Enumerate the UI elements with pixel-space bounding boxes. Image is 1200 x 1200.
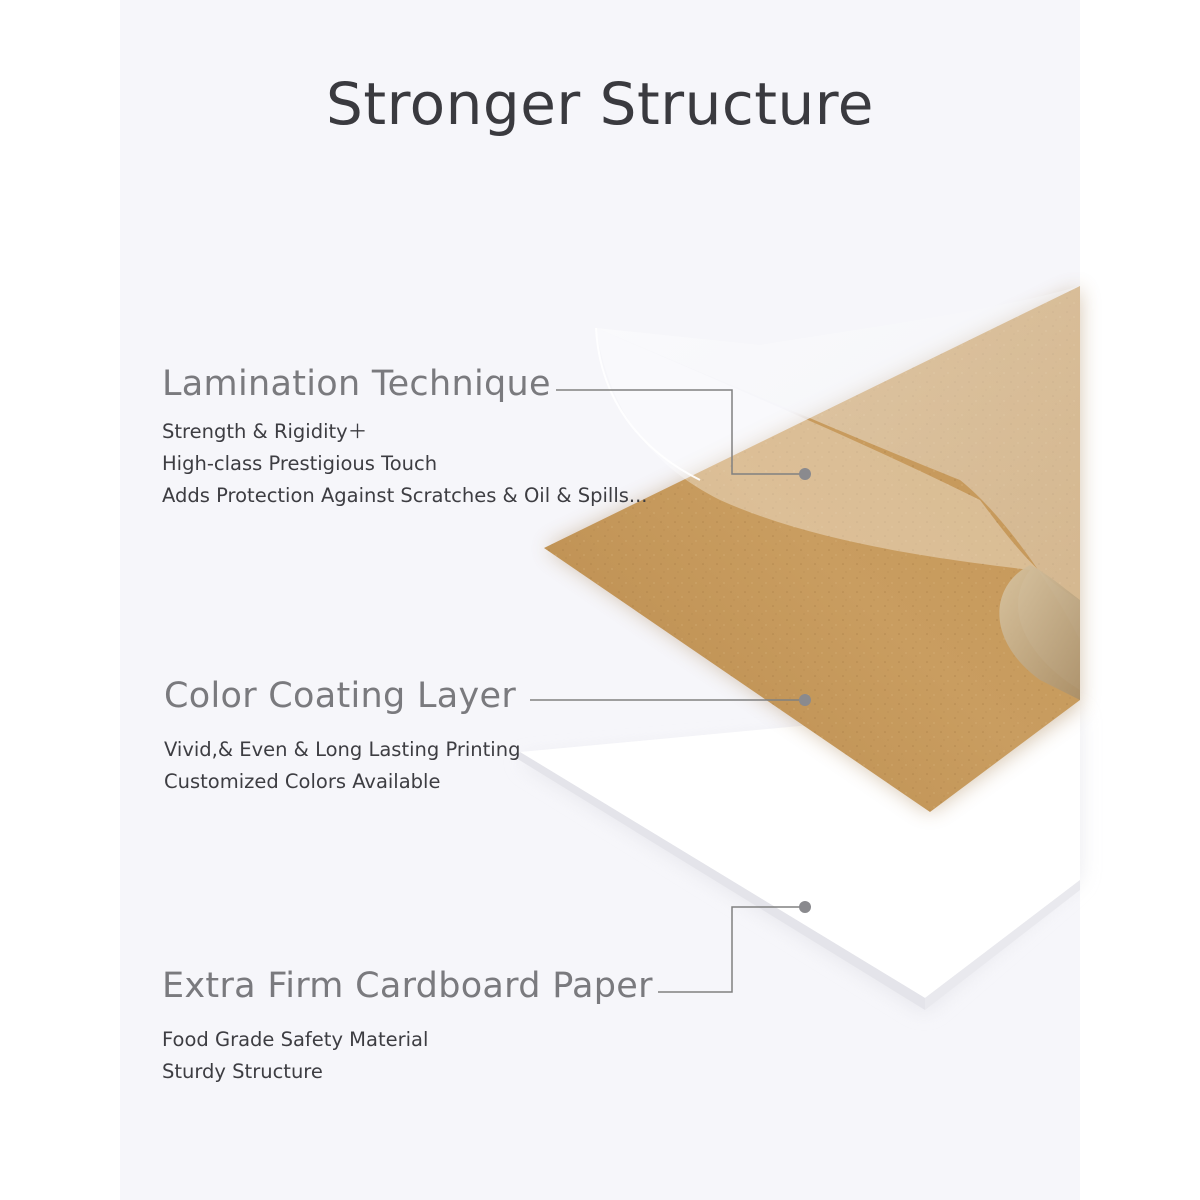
feature-list: Vivid,& Even & Long Lasting Printing Cus… — [164, 734, 520, 798]
feature-item: Strength & Rigidity＋ — [162, 420, 368, 443]
feature-item: Adds Protection Against Scratches & Oil … — [162, 484, 648, 507]
marker-dot — [799, 468, 811, 480]
page-title: Stronger Structure — [326, 70, 874, 138]
section-heading: Lamination Technique — [162, 364, 551, 404]
section-heading: Color Coating Layer — [164, 676, 517, 716]
feature-item: Vivid,& Even & Long Lasting Printing — [164, 738, 521, 761]
leader-lamination — [556, 389, 811, 480]
section-lamination: Lamination Technique Strength & Rigidity… — [162, 364, 648, 512]
leader-cardboard — [658, 901, 811, 993]
section-heading: Extra Firm Cardboard Paper — [162, 966, 653, 1006]
section-cardboard: Extra Firm Cardboard Paper Food Grade Sa… — [162, 966, 653, 1088]
feature-item: Sturdy Structure — [162, 1060, 323, 1083]
leader-color-coating — [530, 694, 811, 706]
section-color-coating: Color Coating Layer Vivid,& Even & Long … — [164, 676, 520, 798]
lamination-film — [595, 286, 1080, 700]
marker-dot — [799, 901, 811, 913]
feature-item: High-class Prestigious Touch — [162, 452, 438, 475]
feature-list: Strength & Rigidity＋ High-class Prestigi… — [162, 416, 648, 512]
feature-list: Food Grade Safety Material Sturdy Struct… — [162, 1024, 653, 1088]
feature-item: Food Grade Safety Material — [162, 1028, 429, 1051]
marker-dot — [799, 694, 811, 706]
feature-item: Customized Colors Available — [164, 770, 441, 793]
